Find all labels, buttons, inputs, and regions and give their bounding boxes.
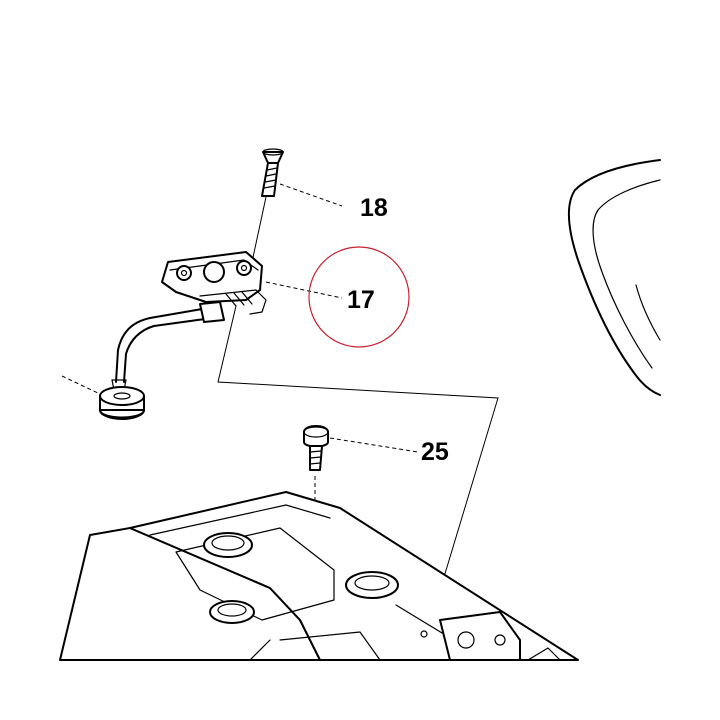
- callout-17: 17: [347, 286, 375, 314]
- bracket-17-drawing: [61, 251, 499, 631]
- screw-18-drawing: [251, 148, 343, 263]
- highlight-circle: [308, 246, 410, 348]
- seat-drawing: [567, 159, 661, 396]
- callout-18: 18: [360, 194, 388, 222]
- callout-25: 25: [421, 438, 449, 466]
- frame-drawing: [59, 491, 579, 661]
